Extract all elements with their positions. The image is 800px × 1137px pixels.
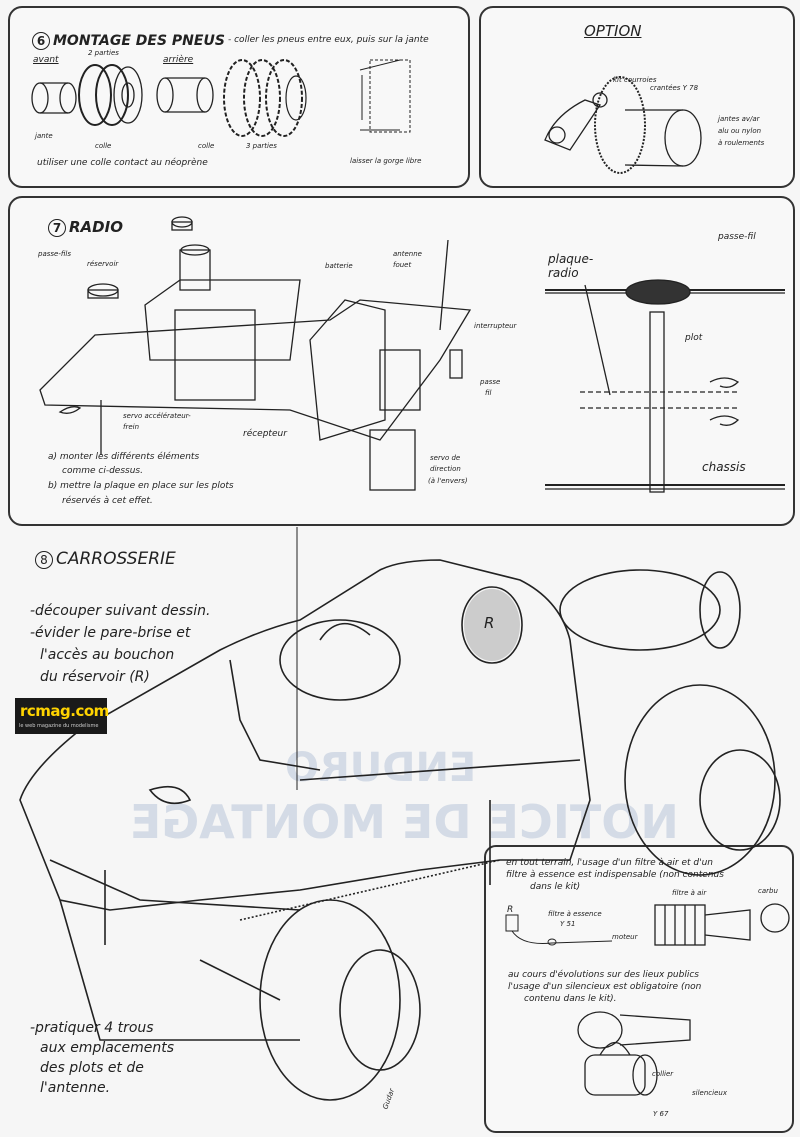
- label-filtre-essence-2: Y 51: [560, 920, 576, 928]
- step-a-line-1: a) monter les différents éléments: [48, 452, 200, 462]
- label-antenne-2: fouet: [393, 261, 412, 269]
- reservoir-access-panel: [464, 589, 520, 661]
- body-instruction-1: -découper suivant dessin.: [30, 603, 211, 619]
- label-moteur: moteur: [612, 933, 638, 941]
- holes-instruction-3: des plots et de: [40, 1060, 144, 1076]
- label-jantes-3: à roulements: [718, 139, 765, 147]
- rcmag-logo-text: rcmag.com: [20, 702, 109, 720]
- label-plaque-1: plaque-: [548, 252, 594, 266]
- label-collier: collier: [652, 1070, 674, 1078]
- rear-tires-drawing: [223, 59, 307, 137]
- label-servo-dir-1: servo de: [430, 454, 461, 462]
- belt-kit-drawing: [544, 76, 702, 174]
- label-kit-courroies: kit courroies: [613, 76, 657, 84]
- holes-instruction-1: -pratiquer 4 trous: [30, 1020, 154, 1036]
- label-chassis: chassis: [702, 460, 746, 474]
- step-b-line-2: réservés à cet effet.: [62, 496, 153, 506]
- front-tire-drawing: [78, 64, 143, 126]
- label-avant: avant: [33, 55, 59, 65]
- label-jantes-2: alu ou nylon: [718, 127, 762, 135]
- label-passe-fil-right: passe-fil: [718, 232, 756, 242]
- section-6-number: 6: [32, 32, 50, 50]
- info-filter-line-1: en tout terrain, l'usage d'un filtre à a…: [506, 858, 714, 868]
- label-servo-dir-3: (à l'envers): [428, 477, 468, 485]
- section-8-number: 8: [35, 551, 53, 569]
- section-7-number: 7: [48, 219, 66, 237]
- info-muffler-line-1: au cours d'évolutions sur des lieux publ…: [508, 970, 699, 980]
- label-colle-contact: utiliser une colle contact au néoprène: [37, 158, 208, 168]
- fuel-filter-drawing: [505, 914, 613, 946]
- label-passe-fil-1: passe: [480, 378, 501, 386]
- label-recepteur: récepteur: [243, 429, 287, 439]
- label-filtre-air: filtre à air: [672, 889, 707, 897]
- info-filter-line-3: dans le kit): [530, 882, 581, 892]
- label-servo-acc-1: servo accélérateur-: [123, 412, 191, 420]
- label-passe-fil-2: fil: [485, 389, 492, 397]
- info-muffler-line-3: contenu dans le kit).: [524, 994, 617, 1004]
- section-6-note: - coller les pneus entre eux, puis sur l…: [228, 35, 429, 45]
- label-interrupteur: interrupteur: [474, 322, 517, 330]
- label-colle-1: colle: [95, 142, 112, 150]
- car-body-drawing: [19, 527, 781, 1101]
- label-jante: jante: [35, 132, 53, 140]
- label-batterie: batterie: [325, 262, 353, 270]
- step-a-line-2: comme ci-dessus.: [62, 466, 143, 476]
- reservoir-r-mark: R: [484, 614, 495, 632]
- label-reservoir: réservoir: [87, 260, 119, 268]
- rear-rim-drawing: [156, 77, 214, 113]
- label-3-parties: 3 parties: [246, 142, 277, 150]
- label-antenne-1: antenne: [393, 250, 422, 258]
- option-box: [479, 6, 795, 188]
- label-r-tank: R: [507, 905, 514, 915]
- rcmag-logo[interactable]: rcmag.com le web magazine du modelisme: [15, 698, 109, 734]
- info-muffler-line-2: l'usage d'un silencieux est obligatoire …: [508, 982, 702, 992]
- radio-tray-drawing: [39, 216, 472, 491]
- front-rim-drawing: [31, 82, 77, 114]
- label-carbu: carbu: [758, 887, 778, 895]
- label-silencieux: silencieux: [692, 1089, 727, 1097]
- label-plot: plot: [685, 333, 703, 343]
- groove-detail-drawing: [359, 59, 411, 133]
- step-b-line-1: b) mettre la plaque en place sur les plo…: [48, 481, 234, 491]
- label-crantees: crantées Y 78: [650, 84, 699, 92]
- body-instruction-4: du réservoir (R): [40, 669, 150, 685]
- label-colle-2: colle: [198, 142, 215, 150]
- info-filter-line-2: filtre à essence est indispensable (non …: [506, 870, 724, 880]
- label-passe-fils: passe-fils: [38, 250, 71, 258]
- label-plaque-2: radio: [548, 266, 579, 280]
- air-filter-drawing: [654, 903, 790, 946]
- holes-instruction-4: l'antenne.: [40, 1080, 111, 1096]
- label-jantes-1: jantes av/ar: [718, 115, 760, 123]
- label-arriere: arrière: [163, 55, 194, 65]
- label-gorge: laisser la gorge libre: [350, 157, 422, 165]
- holes-instruction-2: aux emplacements: [40, 1040, 175, 1056]
- plaque-diagram-drawing: [545, 279, 785, 493]
- label-y67: Y 67: [653, 1110, 669, 1118]
- muffler-drawing: [577, 1011, 691, 1096]
- option-title: OPTION: [584, 22, 642, 40]
- label-servo-acc-2: frein: [123, 423, 140, 431]
- body-instruction-3: l'accès au bouchon: [40, 647, 175, 663]
- rcmag-logo-tagline: le web magazine du modelisme: [19, 723, 99, 729]
- section-6-box: [8, 6, 470, 188]
- info-box: [484, 845, 794, 1133]
- label-servo-dir-2: direction: [430, 465, 461, 473]
- label-2-parties: 2 parties: [88, 49, 119, 57]
- body-instruction-2: -évider le pare-brise et: [30, 625, 191, 641]
- label-filtre-essence-1: filtre à essence: [548, 910, 602, 918]
